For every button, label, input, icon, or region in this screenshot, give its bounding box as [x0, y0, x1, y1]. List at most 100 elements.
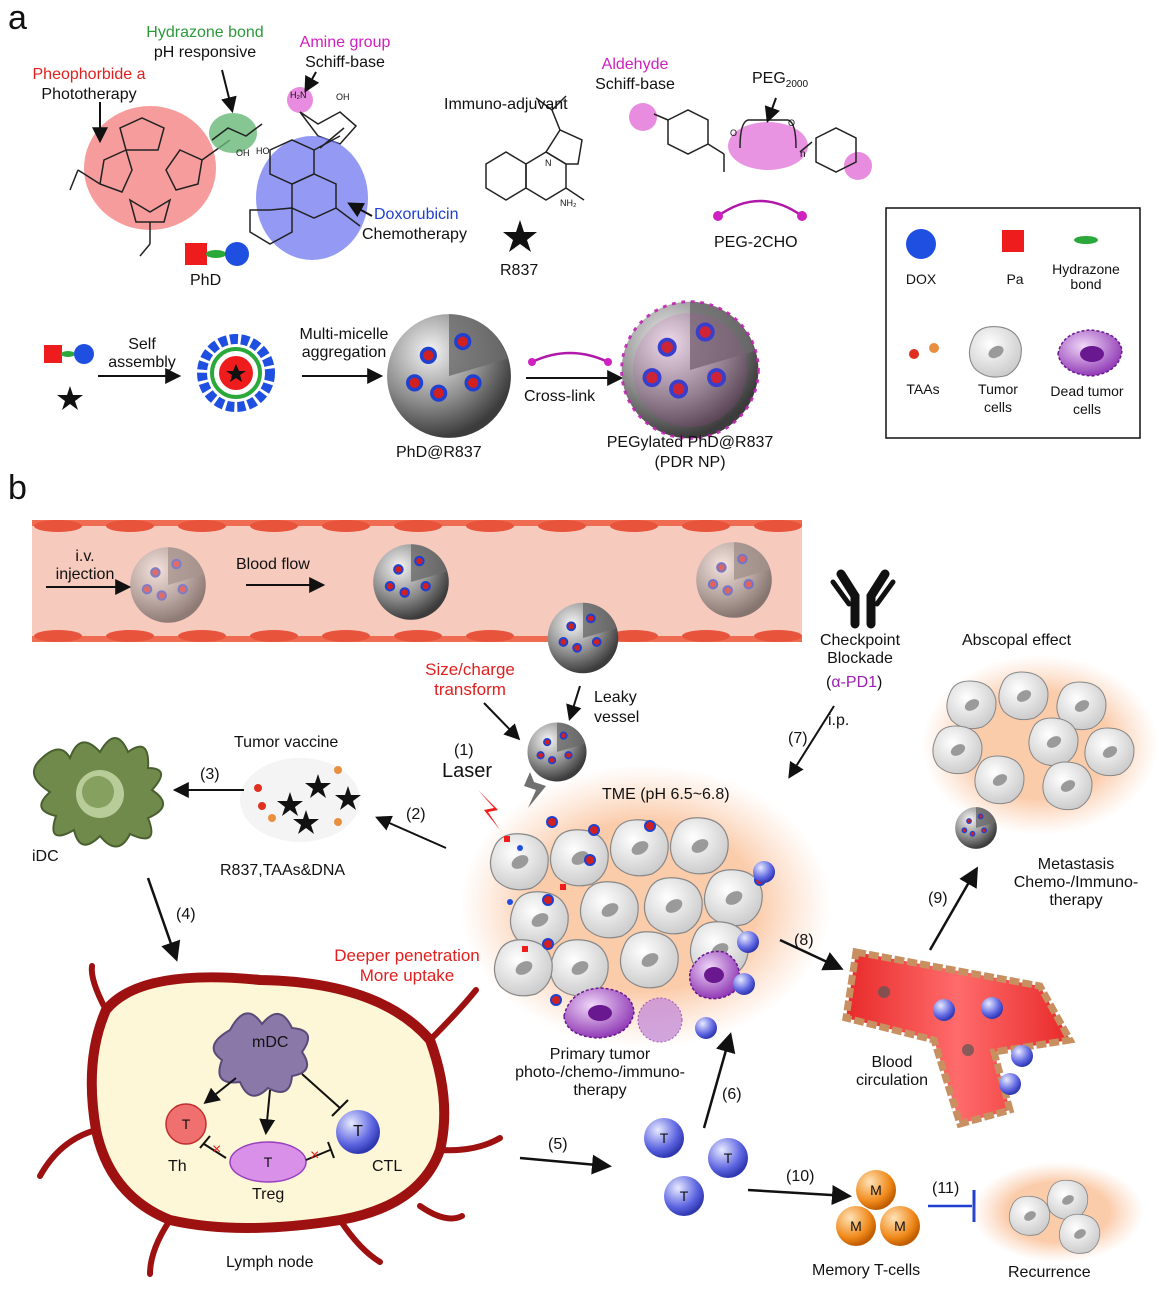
pheophorbide-structure — [69, 117, 231, 257]
ctl-t-letter: T — [353, 1123, 363, 1140]
aldehyde-highlight-left — [629, 103, 657, 131]
alpha-pd1-text: α-PD1 — [831, 674, 878, 691]
memory-t-cell-3 — [880, 1206, 920, 1246]
phototherapy-label: Phototherapy — [41, 86, 137, 103]
doxorubicin-highlight — [256, 136, 368, 260]
step-2-label: (2) — [406, 806, 426, 823]
pegylated-label: PEGylated PhD@R837 — [606, 434, 774, 451]
laser-bolt-icon — [478, 790, 500, 830]
memory-1-letter: M — [870, 1182, 882, 1198]
cross-link-label: Cross-link — [524, 388, 596, 405]
laser-label: Laser — [442, 760, 493, 782]
doxorubicin-label: Doxorubicin — [374, 206, 459, 223]
micelle-icon — [197, 334, 275, 412]
immuno-adjuvant-label: Immuno-adjuvant — [444, 96, 568, 113]
t-cell-2-letter: T — [723, 1150, 733, 1166]
legend-dox-label: DOX — [905, 271, 937, 287]
hydrazone-highlight — [209, 113, 257, 153]
t-cell-3 — [664, 1176, 704, 1216]
step-10-label: (10) — [786, 1168, 815, 1185]
vessel-np-1 — [129, 546, 207, 624]
treg-cell — [229, 1141, 307, 1183]
mdc-label: mDC — [252, 1034, 289, 1051]
legend-dox-icon — [906, 229, 936, 259]
lymph-node-label: Lymph node — [226, 1254, 314, 1271]
tumor-vaccine-label: Tumor vaccine — [234, 734, 339, 751]
amine-label: Amine group — [299, 34, 391, 51]
tumor-t-cells — [695, 861, 775, 1039]
oh-atom-1: OH — [336, 92, 350, 102]
legend-taas-label: TAAs — [906, 381, 940, 397]
step-7-label: (7) — [788, 730, 808, 747]
recurrence-label: Recurrence — [1008, 1264, 1091, 1281]
memory-t-cell-2 — [836, 1206, 876, 1246]
amine-highlight — [287, 87, 313, 113]
peg2000-label: PEG2000 — [752, 70, 809, 91]
peg-2cho-label: PEG-2CHO — [714, 234, 798, 251]
idc-label: iDC — [32, 848, 59, 865]
r837-structure — [485, 95, 585, 201]
aldehyde-highlight-right — [844, 152, 872, 180]
o-atom-1: O — [730, 128, 738, 138]
amine-schiff-label: Schiff-base — [305, 54, 385, 71]
phd-label: PhD — [190, 272, 222, 289]
abscopal-label: Abscopal effect — [962, 632, 1072, 649]
t-cell-1-letter: T — [659, 1130, 669, 1146]
phd-circle — [225, 242, 249, 266]
legend-hydrazone-icon — [1074, 236, 1098, 244]
pdr-np-sphere — [619, 299, 761, 441]
step-6-label: (6) — [722, 1086, 742, 1103]
chemotherapy-label: Chemotherapy — [362, 226, 467, 243]
peg-repeat-n: n — [800, 149, 806, 160]
step-1-label: (1) — [454, 742, 474, 759]
inhibit-mark-1: × — [212, 1141, 221, 1158]
abscopal-np — [954, 806, 998, 850]
idc-icon — [32, 737, 164, 848]
th-label: Th — [168, 1158, 187, 1175]
panel-b-label: b — [8, 469, 27, 507]
lymph-vessels — [37, 963, 503, 1277]
legend-pa-icon — [1002, 230, 1024, 252]
blood-circulation-vessel — [842, 947, 1076, 1129]
sugar-ring — [299, 111, 358, 145]
step-3-label: (3) — [200, 766, 220, 783]
dead-tumor-cells — [563, 950, 741, 1043]
memory-3-letter: M — [894, 1218, 906, 1234]
ctl-cell — [336, 1110, 380, 1154]
memory-t-cells-label: Memory T-cells — [812, 1262, 921, 1279]
n-atom: N — [545, 158, 552, 168]
h2n-atom: H₂N — [290, 90, 307, 100]
iv-injection-label: i.v.injection — [55, 548, 115, 583]
r837-star — [503, 220, 537, 252]
aldehyde-schiff-label: Schiff-base — [595, 76, 675, 93]
step-4-label: (4) — [176, 906, 196, 923]
ho-atom: HO — [256, 146, 270, 156]
peg-highlight — [728, 122, 808, 170]
ctl-label: CTL — [372, 1158, 403, 1175]
inhibit-mark-2: × — [310, 1147, 319, 1164]
panel-a-label: a — [8, 0, 27, 37]
vessel-wall-cells — [34, 520, 802, 642]
legend-pa-label: Pa — [1006, 271, 1024, 287]
legend-taa-red-icon — [909, 349, 919, 359]
tme-label: TME (pH 6.5~6.8) — [602, 786, 730, 803]
alpha-pd1-label: (α-PD1) — [826, 674, 883, 691]
phd-r837-label: PhD@R837 — [396, 444, 482, 461]
r837-label: R837 — [500, 262, 539, 279]
phd-square — [185, 243, 207, 265]
mdc-icon — [212, 1012, 310, 1097]
treg-label: Treg — [252, 1186, 285, 1203]
tumor-np — [526, 721, 588, 783]
pheophorbide-label: Pheophorbide a — [32, 66, 146, 83]
laser-spikes — [524, 772, 546, 808]
treg-t-letter: T — [263, 1154, 273, 1170]
pdr-np-label: (PDR NP) — [654, 454, 726, 471]
